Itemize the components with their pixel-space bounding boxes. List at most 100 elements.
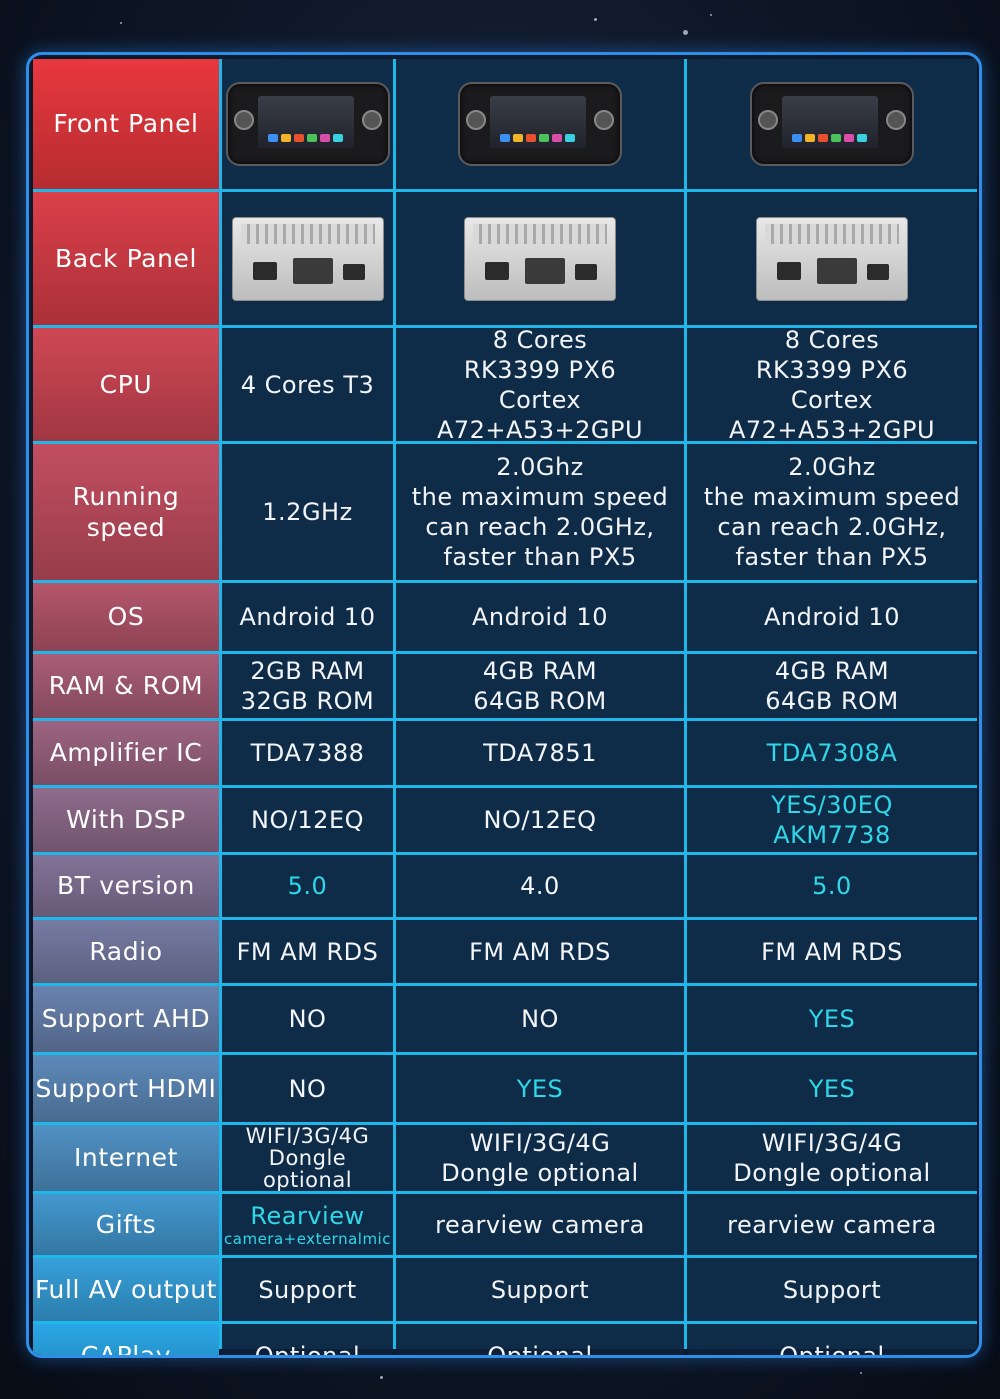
cell-text: Support [258,1275,357,1304]
cell-text: the maximum speed [703,483,961,511]
row-label: Gifts [33,1194,219,1255]
row-label: Internet [33,1125,219,1191]
row-label: RAM & ROM [33,654,219,718]
cell-text: can reach 2.0GHz, [425,513,655,541]
cell-text: 64GB ROM [473,687,607,715]
cell-text: TDA7851 [483,739,597,767]
row-label: CAPlay [33,1324,219,1355]
cell-text: rearview camera [435,1210,645,1239]
cell-text: 4.0 [520,872,560,900]
cell-text: 32GB ROM [240,687,375,715]
table-cell [222,59,393,189]
cell-text: YES [516,1074,564,1103]
cell-text: Optional [779,1342,885,1358]
row-label: Radio [33,920,219,983]
cell-text: AKM7738 [773,821,891,849]
cell-text: Android 10 [764,603,900,631]
cell-text: NO/12EQ [483,806,597,834]
table-cell: Support [222,1258,393,1321]
cell-text: WIFI/3G/4G [245,1125,370,1148]
cell-text: Dongle optional [441,1159,639,1187]
cell-text: 1.2GHz [262,498,353,526]
cell-text: 4GB RAM [774,657,890,685]
table-cell [687,59,977,189]
row-label: Back Panel [33,192,219,325]
cell-text: TDA7308A [766,739,898,767]
table-cell: Optional [222,1324,393,1355]
table-cell: YES [396,1055,684,1122]
row-label: Support AHD [33,986,219,1052]
table-cell [687,192,977,325]
table-cell: Android 10 [687,583,977,651]
cell-text: NO/12EQ [250,806,365,834]
head-unit-front-image [458,82,622,166]
table-cell: FM AM RDS [687,920,977,983]
row-label: OS [33,583,219,651]
cell-subtext: camera+externalmic [224,1230,391,1249]
table-cell: Android 10 [396,583,684,651]
row-label-line: speed [86,513,166,542]
row-label: BT version [33,855,219,917]
table-cell: YES [687,1055,977,1122]
cell-text: FM AM RDS [469,937,611,966]
row-label: With DSP [33,788,219,852]
cell-text: 8 Cores [784,328,880,354]
table-cell: Support [687,1258,977,1321]
table-cell: YES [687,986,977,1052]
row-label: Front Panel [33,59,219,189]
table-cell: TDA7308A [687,721,977,785]
cell-text: WIFI/3G/4G [469,1129,611,1157]
cell-text: faster than PX5 [443,543,637,571]
cell-text: Dongle optional [733,1159,931,1187]
head-unit-back-image [231,216,384,301]
cell-text: 4 Cores T3 [240,370,375,399]
cell-text: Android 10 [472,603,608,631]
cell-text: Cortex A72+A53+2GPU [728,385,936,442]
cell-text: Support [490,1275,590,1304]
cell-text: Optional [487,1342,593,1358]
table-cell: TDA7851 [396,721,684,785]
table-cell: FM AM RDS [222,920,393,983]
cell-text: the maximum speed [411,483,669,511]
cell-text: 8 Cores [492,328,588,354]
cell-text: NO [521,1005,559,1033]
table-cell: 4.0 [396,855,684,917]
table-cell [222,192,393,325]
cell-text: RK3399 PX6 [755,355,909,384]
cell-text: 2GB RAM [250,657,365,685]
table-cell: 5.0 [222,855,393,917]
table-cell: rearview camera [687,1194,977,1255]
cell-text: RK3399 PX6 [463,355,617,384]
cell-text: 4GB RAM [482,657,598,685]
table-cell: Android 10 [222,583,393,651]
row-label: Support HDMI [33,1055,219,1122]
table-cell: FM AM RDS [396,920,684,983]
table-cell [396,59,684,189]
cell-text: NO [288,1074,327,1103]
table-cell [396,192,684,325]
table-cell: rearview camera [396,1194,684,1255]
row-label: Amplifier IC [33,721,219,785]
table-cell: Support [396,1258,684,1321]
table-cell: NO/12EQ [222,788,393,852]
cell-text: rearview camera [727,1210,937,1239]
row-label-line: Running [72,481,180,511]
table-cell: NO/12EQ [396,788,684,852]
cell-text: 5.0 [287,872,328,900]
table-cell: NO [396,986,684,1052]
cell-text: Dongle optional [262,1145,353,1191]
cell-text: WIFI/3G/4G [761,1129,903,1157]
head-unit-front-image [750,82,914,166]
cell-text: Cortex A72+A53+2GPU [436,385,644,442]
cell-text: faster than PX5 [735,543,929,571]
